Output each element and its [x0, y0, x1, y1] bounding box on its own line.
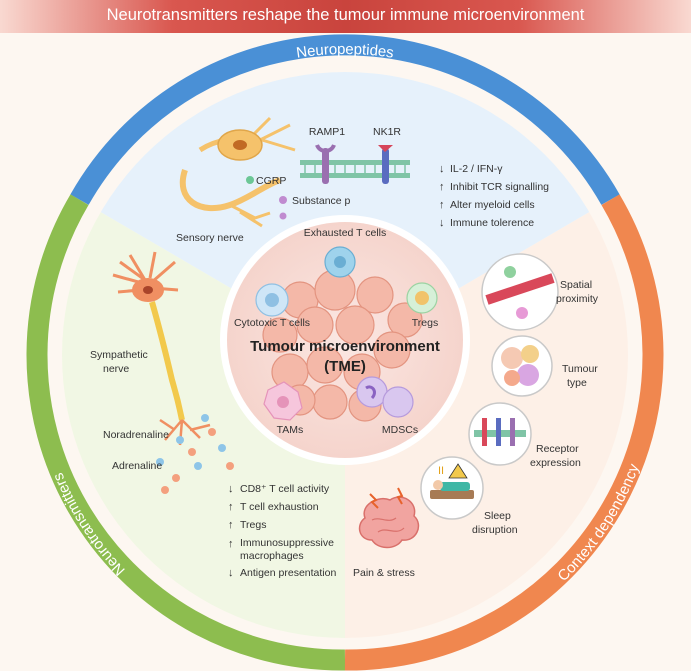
tme-title-line2: (TME)	[324, 358, 366, 375]
context-label-spatial-line2: proximity	[556, 293, 599, 305]
treg-icon	[406, 282, 438, 314]
cell-label-cytotoxic-t: Cytotoxic T cells	[234, 317, 310, 329]
tme-title-line1: Tumour microenvironment	[250, 338, 440, 355]
down-arrow-icon: ↓	[228, 567, 234, 579]
neurotransmitter-effects-list: ↓ CD8⁺ T cell activity ↑ T cell exhausti…	[228, 483, 336, 579]
svg-text:T cell exhaustion: T cell exhaustion	[240, 501, 319, 513]
cell-label-exhausted-t: Exhausted T cells	[304, 227, 387, 239]
effect-item: ↓ IL-2 / IFN-γ	[439, 163, 503, 175]
nerve-label-sympathetic-line1: Sympathetic	[90, 349, 148, 361]
receptor-label-ramp1: RAMP1	[309, 126, 345, 138]
tam-icon	[263, 381, 303, 421]
context-label-receptor-line2: expression	[530, 457, 581, 469]
svg-text:Tregs: Tregs	[240, 519, 266, 531]
svg-text:Antigen presentation: Antigen presentation	[240, 567, 336, 579]
ramp1-receptor-icon	[315, 144, 336, 184]
tumour-cell-cluster	[262, 269, 423, 422]
context-label-sleep-line2: disruption	[472, 524, 518, 536]
sector-neuropeptides	[79, 72, 611, 355]
substance-p-molecule-icon	[279, 196, 287, 204]
svg-text:CD8⁺ T cell activity: CD8⁺ T cell activity	[240, 483, 330, 495]
down-arrow-icon: ↓	[439, 163, 445, 175]
ligand-label-noradrenaline: Noradrenaline	[103, 429, 169, 441]
svg-text:macrophages: macrophages	[240, 550, 304, 562]
up-arrow-icon: ↑	[228, 519, 234, 531]
up-arrow-icon: ↑	[228, 538, 234, 550]
tumour-type-illustration	[491, 335, 553, 397]
svg-text:II: II	[438, 465, 444, 477]
effect-item: ↑ Alter myeloid cells	[439, 199, 535, 211]
up-arrow-icon: ↑	[439, 181, 445, 193]
svg-text:Inhibit TCR signalling: Inhibit TCR signalling	[450, 181, 549, 193]
down-arrow-icon: ↓	[439, 217, 445, 229]
down-arrow-icon: ↓	[228, 483, 234, 495]
up-arrow-icon: ↑	[228, 501, 234, 513]
cytotoxic-t-cell-icon	[255, 283, 289, 317]
context-label-sleep-line1: Sleep	[484, 510, 511, 522]
adrenaline-molecule-icon	[161, 428, 234, 494]
ligand-label-cgrp: CGRP	[256, 175, 286, 187]
spatial-proximity-illustration	[481, 253, 559, 331]
sleep-disruption-illustration: II	[420, 456, 484, 520]
effect-item: ↓ CD8⁺ T cell activity	[228, 483, 330, 495]
svg-text:Immune tolerence: Immune tolerence	[450, 217, 534, 229]
effect-item: ↑ T cell exhaustion	[228, 501, 319, 513]
nk1r-receptor-icon	[378, 145, 393, 184]
figure-title: Neurotransmitters reshape the tumour imm…	[106, 6, 585, 24]
context-label-tumour-line2: type	[567, 377, 587, 389]
context-label-pain-stress: Pain & stress	[353, 567, 415, 579]
cell-label-mdscs: MDSCs	[382, 424, 418, 436]
effect-item: ↓ Antigen presentation	[228, 567, 336, 579]
neuropeptide-effects-list: ↓ IL-2 / IFN-γ ↑ Inhibit TCR signalling …	[439, 163, 549, 229]
brain-icon	[358, 487, 420, 549]
receptor-label-nk1r: NK1R	[373, 126, 401, 138]
effect-item: ↑ Immunosuppressive macrophages	[228, 537, 334, 562]
receptor-expression-illustration	[468, 402, 532, 466]
effect-item: ↓ Immune tolerence	[439, 217, 534, 229]
nerve-label-sympathetic-line2: nerve	[103, 363, 129, 375]
cell-label-tregs: Tregs	[412, 317, 438, 329]
title-banner: Neurotransmitters reshape the tumour imm…	[0, 0, 691, 33]
context-label-tumour-line1: Tumour	[562, 363, 598, 375]
ring-segment-neuropeptides	[70, 34, 620, 205]
nerve-label-sensory: Sensory nerve	[176, 232, 244, 244]
cgrp-molecule-icon	[246, 176, 254, 184]
context-label-spatial-line1: Spatial	[560, 279, 592, 291]
context-label-receptor-line1: Receptor	[536, 443, 579, 455]
ring-label-neuropeptides: Neuropeptides	[295, 41, 395, 62]
up-arrow-icon: ↑	[439, 199, 445, 211]
exhausted-t-cell-icon	[324, 246, 356, 278]
svg-text:Alter myeloid cells: Alter myeloid cells	[450, 199, 535, 211]
sympathetic-nerve-illustration	[112, 251, 211, 446]
cell-label-tams: TAMs	[277, 424, 304, 436]
svg-text:Immunosuppressive: Immunosuppressive	[240, 537, 334, 549]
mdsc-icon	[356, 376, 414, 418]
ligand-label-adrenaline: Adrenaline	[112, 460, 162, 472]
svg-text:IL-2 / IFN-γ: IL-2 / IFN-γ	[450, 163, 503, 175]
effect-item: ↑ Tregs	[228, 519, 266, 531]
ring-segment-neurotransmitters	[26, 194, 346, 671]
outer-ring	[26, 34, 664, 671]
noradrenaline-molecule-icon	[156, 414, 226, 470]
ligand-label-substance-p: Substance p	[292, 195, 351, 207]
effect-item: ↑ Inhibit TCR signalling	[439, 181, 549, 193]
cell-membrane	[300, 160, 410, 178]
sensory-nerve-illustration	[179, 116, 296, 228]
ring-segment-context	[344, 194, 664, 671]
